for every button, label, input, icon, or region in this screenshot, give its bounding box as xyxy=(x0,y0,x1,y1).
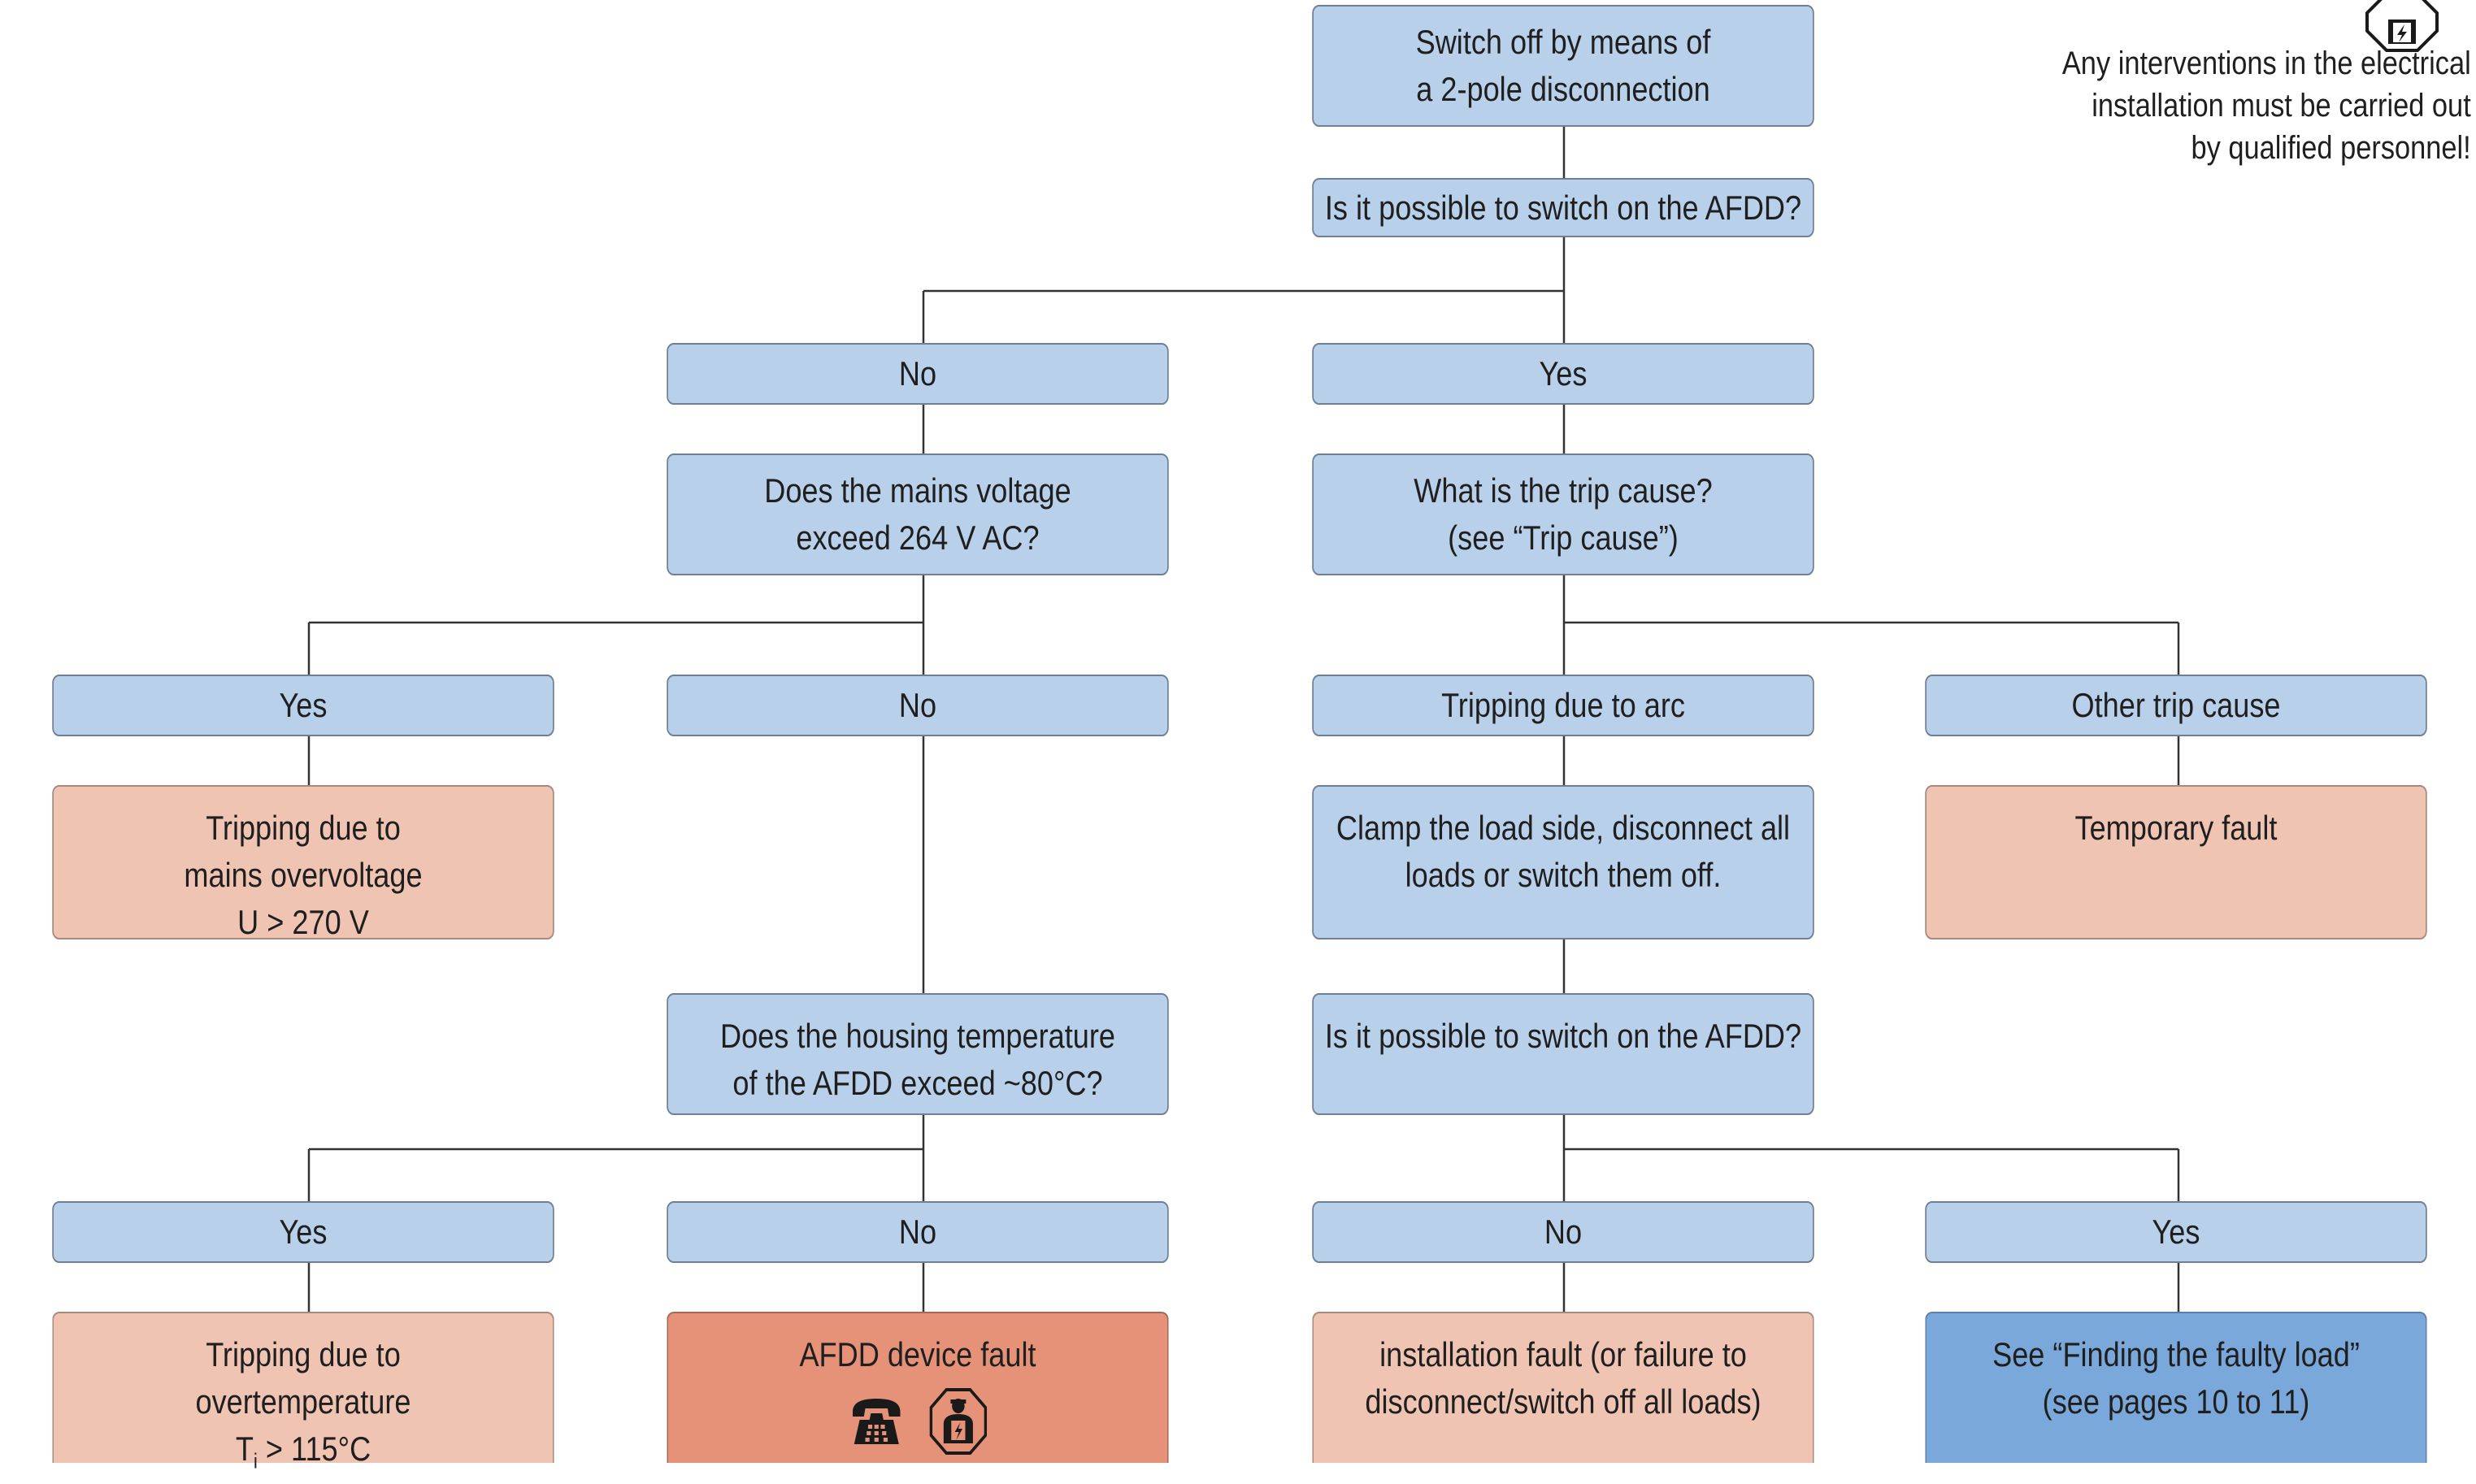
housing-temperature-question: Does the housing temperature of the AFDD… xyxy=(667,993,1169,1115)
safety-note-line-1: Any interventions in the electrical xyxy=(2062,46,2471,81)
electrician-icon xyxy=(929,1388,988,1455)
overvoltage-line-2: mains overvoltage xyxy=(184,856,423,894)
arc-trip-box: Tripping due to arc xyxy=(1312,675,1814,736)
possible-1-text: Is it possible to switch on the AFDD? xyxy=(1324,188,1802,227)
device-fault-icons xyxy=(849,1388,988,1455)
answer-no-2: No xyxy=(667,675,1169,736)
clamp-line-2: loads or switch them off. xyxy=(1405,856,1722,894)
device-fault-result: AFDD device fault xyxy=(667,1312,1169,1463)
answer-yes-4-text: Yes xyxy=(2152,1213,2200,1251)
overtemp-line-2: overtemperature xyxy=(195,1382,411,1421)
answer-yes-1: Yes xyxy=(1312,343,1814,405)
switch-off-text: Switch off by means of a 2-pole disconne… xyxy=(1416,19,1711,113)
temporary-fault-result: Temporary fault xyxy=(1925,785,2427,939)
overtemp-symbol: T xyxy=(235,1430,254,1468)
switch-off-box: Switch off by means of a 2-pole disconne… xyxy=(1312,5,1814,127)
install-fault-line-1: installation fault (or failure to xyxy=(1379,1335,1747,1373)
safety-note-line-3: by qualified personnel! xyxy=(2191,130,2471,166)
answer-no-1-text: No xyxy=(898,354,937,393)
overvoltage-line-3: U > 270 V xyxy=(237,903,369,941)
temporary-fault-text: Temporary fault xyxy=(2074,809,2278,847)
answer-yes-2: Yes xyxy=(52,675,554,736)
overtemp-line-1: Tripping due to xyxy=(206,1335,401,1373)
trip-cause-question: What is the trip cause? (see “Trip cause… xyxy=(1312,453,1814,575)
clamp-line-1: Clamp the load side, disconnect all xyxy=(1336,809,1791,847)
answer-no-4-text: No xyxy=(1544,1213,1583,1251)
possible-2-text: Is it possible to switch on the AFDD? xyxy=(1324,1017,1802,1055)
mains-voltage-line-2: exceed 264 V AC? xyxy=(796,519,1040,557)
install-fault-line-2: disconnect/switch off all loads) xyxy=(1365,1382,1761,1421)
housing-temp-line-1: Does the housing temperature xyxy=(720,1017,1115,1055)
answer-no-3-text: No xyxy=(898,1213,937,1251)
answer-yes-2-text: Yes xyxy=(279,686,328,724)
answer-yes-3-text: Yes xyxy=(279,1213,328,1251)
mains-voltage-question: Does the mains voltage exceed 264 V AC? xyxy=(667,453,1169,575)
safety-note: Any interventions in the electrical inst… xyxy=(2062,42,2471,169)
telephone-icon xyxy=(853,1399,901,1444)
overtemp-threshold: > 115°C xyxy=(257,1430,371,1468)
clamp-load-step: Clamp the load side, disconnect all load… xyxy=(1312,785,1814,939)
overtemperature-result: Tripping due to overtemperature Ti > 115… xyxy=(52,1312,554,1473)
overtemp-line-3: Ti > 115°C xyxy=(236,1425,371,1484)
possible-switch-on-question-2: Is it possible to switch on the AFDD? xyxy=(1312,993,1814,1115)
answer-yes-4: Yes xyxy=(1925,1201,2427,1263)
trip-cause-line-2: (see “Trip cause”) xyxy=(1448,519,1679,557)
answer-no-3: No xyxy=(667,1201,1169,1263)
other-trip-box: Other trip cause xyxy=(1925,675,2427,736)
answer-yes-1-text: Yes xyxy=(1539,354,1588,393)
faulty-load-line-2: (see pages 10 to 11) xyxy=(2042,1382,2310,1421)
overvoltage-result: Tripping due to mains overvoltage U > 27… xyxy=(52,785,554,941)
answer-yes-3: Yes xyxy=(52,1201,554,1263)
overtemp-subscript: i xyxy=(253,1448,258,1473)
trip-cause-line-1: What is the trip cause? xyxy=(1414,471,1713,510)
overvoltage-line-1: Tripping due to xyxy=(206,809,401,847)
answer-no-4: No xyxy=(1312,1201,1814,1263)
mains-voltage-line-1: Does the mains voltage xyxy=(764,471,1071,510)
housing-temp-line-2: of the AFDD exceed ~80°C? xyxy=(732,1064,1103,1102)
installation-fault-result: installation fault (or failure to discon… xyxy=(1312,1312,1814,1463)
arc-trip-text: Tripping due to arc xyxy=(1441,686,1685,724)
other-trip-text: Other trip cause xyxy=(2071,686,2281,724)
electrician-icon xyxy=(2365,0,2439,52)
switch-off-line-2: a 2-pole disconnection xyxy=(1416,70,1710,108)
faulty-load-reference: See “Finding the faulty load” (see pages… xyxy=(1925,1312,2427,1463)
switch-off-line-1: Switch off by means of xyxy=(1415,23,1711,61)
possible-switch-on-question-1: Is it possible to switch on the AFDD? xyxy=(1312,178,1814,237)
faulty-load-line-1: See “Finding the faulty load” xyxy=(1992,1335,2360,1373)
answer-no-2-text: No xyxy=(898,686,937,724)
safety-note-line-2: installation must be carried out xyxy=(2092,88,2471,124)
answer-no-1: No xyxy=(667,343,1169,405)
device-fault-text: AFDD device fault xyxy=(799,1335,1036,1373)
